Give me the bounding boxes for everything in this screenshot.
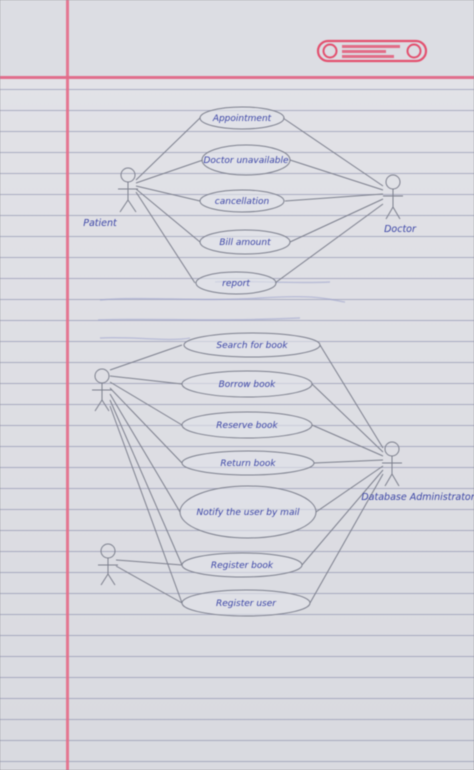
actor-label-patient: Patient xyxy=(83,218,118,229)
use-case-label: Register book xyxy=(211,561,274,571)
use-case-label: Appointment xyxy=(212,114,272,124)
header-margin-line xyxy=(0,76,474,79)
diagram-1-associations xyxy=(135,117,384,284)
actor-user-figure xyxy=(92,368,112,412)
actor-label-doctor: Doctor xyxy=(384,224,417,235)
use-case-label: Return book xyxy=(220,459,276,469)
use-case-label: Bill amount xyxy=(219,238,271,248)
use-case-label: Doctor unavailable xyxy=(203,156,288,166)
use-case-borrow-book: Borrow book xyxy=(181,370,313,398)
use-case-label: Borrow book xyxy=(219,380,277,390)
actor-doctor-figure xyxy=(383,174,403,220)
use-case-appointment: Appointment xyxy=(199,106,285,130)
use-case-bill-amount: Bill amount xyxy=(199,229,291,255)
use-case-label: report xyxy=(222,279,250,289)
use-case-reserve-book: Reserve book xyxy=(181,411,313,439)
use-case-return-book: Return book xyxy=(181,450,315,476)
use-case-label: Register user xyxy=(216,599,277,609)
diagram-2-associations xyxy=(109,344,384,604)
use-case-label: Notify the user by mail xyxy=(197,508,300,518)
use-case-register-user: Register user xyxy=(181,589,311,617)
page-header-band xyxy=(0,0,474,78)
actor-patient-figure xyxy=(118,167,138,213)
use-case-cancellation: cancellation xyxy=(199,189,285,213)
actor-database-administrator-figure xyxy=(382,441,402,487)
notebook-brand-logo xyxy=(316,39,428,63)
use-case-notify-user-by-mail: Notify the user by mail xyxy=(179,485,317,539)
use-case-register-book: Register book xyxy=(181,552,303,578)
use-case-label: cancellation xyxy=(215,197,270,207)
use-case-search-for-book: Search for book xyxy=(183,332,321,358)
use-case-label: Search for book xyxy=(216,341,288,351)
left-margin-line xyxy=(66,0,69,770)
use-case-label: Reserve book xyxy=(216,421,278,431)
actor-label-database-administrator: Database Administrator xyxy=(361,492,474,503)
use-case-doctor-unavailable: Doctor unavailable xyxy=(201,144,291,176)
actor-librarian-figure xyxy=(98,543,118,586)
use-case-report: report xyxy=(195,271,277,295)
